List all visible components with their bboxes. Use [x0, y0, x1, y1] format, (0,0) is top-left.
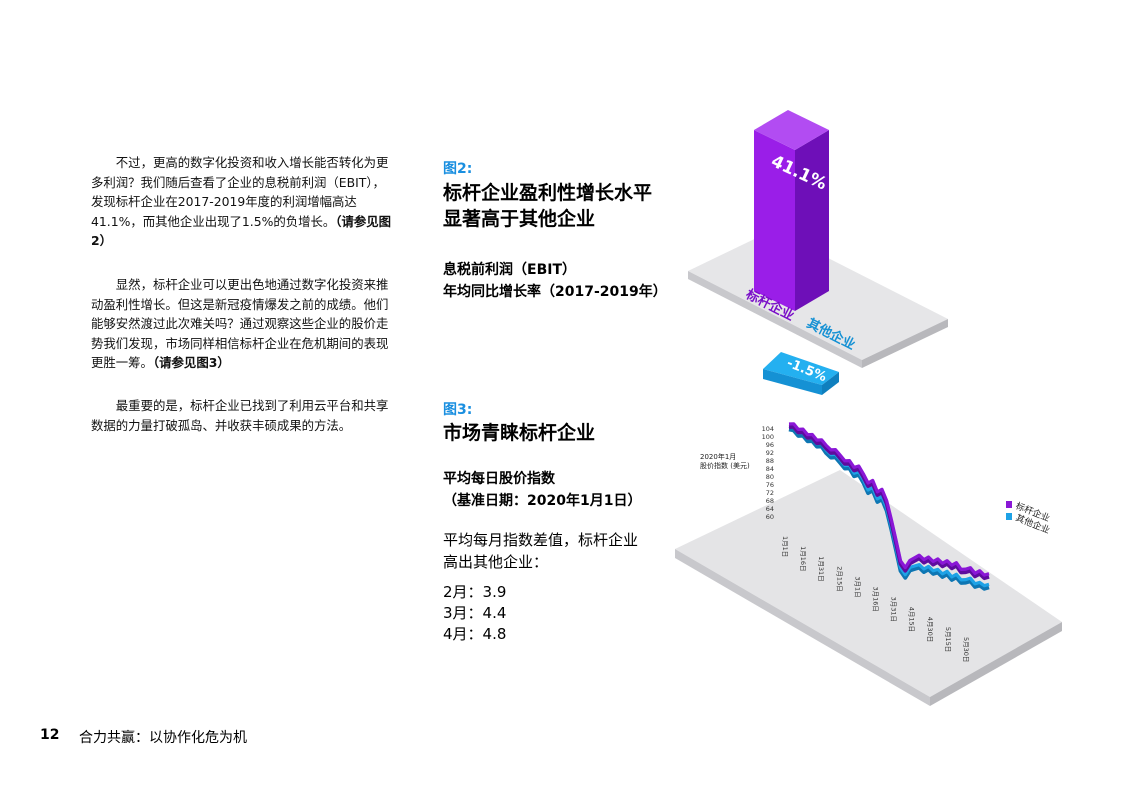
figure-3-subtitle-line-1: 平均每日股价指数: [443, 471, 555, 487]
x-tick-label: 4月15日: [908, 607, 916, 632]
figure-2-subtitle-line-2: 年均同比增长率（2017-2019年）: [443, 284, 667, 300]
series-line: [788, 422, 990, 577]
figure-3-platform: [675, 470, 1062, 706]
figure-2-reference: （请参见图2）: [91, 213, 392, 249]
figure-2-title-line-2: 显著高于其他企业: [443, 208, 596, 230]
figure-3-note: 平均每月指数差值，标杆企业 高出其他企业：: [443, 529, 638, 573]
x-tick-label: 1月31日: [817, 556, 825, 581]
figure-2-subtitle-line-1: 息税前利润（EBIT）: [443, 262, 576, 278]
line-series: [788, 422, 990, 591]
month-difference-feb: 2月：3.9: [443, 583, 507, 601]
x-tick-label: 1月16日: [799, 546, 807, 571]
y-tick-label: 92: [766, 449, 774, 457]
legend-swatch: [1006, 513, 1012, 520]
monthly-differences: 2月：3.9 3月：4.4 4月：4.8: [443, 582, 506, 645]
x-tick-label: 5月30日: [962, 637, 970, 662]
y-tick-label: 68: [766, 497, 774, 505]
figure-3-note-line-1: 平均每月指数差值，标杆企业: [443, 531, 639, 549]
x-tick-label: 3月31日: [890, 597, 898, 622]
footer-title: 合力共赢：以协作化危为机: [79, 730, 247, 746]
x-tick-label: 2月15日: [835, 566, 843, 591]
figure-2-label: 图2:: [443, 161, 473, 177]
figure-2-subtitle: 息税前利润（EBIT） 年均同比增长率（2017-2019年）: [443, 259, 667, 303]
figure-3-subtitle-line-2: （基准日期：2020年1月1日）: [443, 493, 642, 509]
figure-2-title-line-1: 标杆企业盈利性增长水平: [443, 182, 653, 204]
figure-3-label: 图3:: [443, 402, 473, 418]
x-axis-ticks: 1月1日 1月16日 1月31日 2月15日 3月1日 3月16日 3月31日 4月15日 4月…: [781, 536, 970, 662]
x-tick-label: 5月15日: [944, 627, 952, 652]
x-tick-label: 3月16日: [872, 587, 880, 612]
figure-3-title: 市场青睐标杆企业: [443, 422, 596, 444]
bar-others: [763, 352, 839, 395]
body-paragraph-2: 显然，标杆企业可以更出色地通过数字化投资来推动盈利性增长。但这是新冠疫情爆发之前…: [91, 277, 389, 371]
y-tick-label: 64: [766, 505, 774, 513]
figure-3-note-line-2: 高出其他企业：: [443, 553, 549, 571]
y-tick-label: 104: [762, 425, 774, 433]
y-tick-label: 72: [766, 489, 774, 497]
page-number: 12: [40, 727, 60, 743]
y-tick-label: 76: [766, 481, 774, 489]
legend-swatch: [1006, 501, 1012, 508]
figure-3-reference: （请参见图3）: [152, 355, 230, 371]
y-tick-label: 88: [766, 457, 774, 465]
bar-leader: [754, 110, 829, 311]
x-tick-label: 1月1日: [781, 536, 789, 557]
figure-2-title: 标杆企业盈利性增长水平 显著高于其他企业: [443, 180, 652, 232]
x-tick-label: 4月30日: [926, 617, 934, 642]
body-paragraph-1: 不过，更高的数字化投资和收入增长能否转化为更多利润？我们随后查看了企业的息税前利…: [91, 155, 392, 249]
y-axis-title-line-2: 股价指数 (美元): [700, 461, 750, 470]
figure-3-subtitle: 平均每日股价指数 （基准日期：2020年1月1日）: [443, 468, 641, 512]
y-tick-label: 80: [766, 473, 774, 481]
month-difference-mar: 3月：4.4: [443, 604, 507, 622]
y-tick-label: 60: [766, 513, 774, 521]
y-tick-label: 84: [766, 465, 774, 473]
y-tick-label: 100: [762, 433, 774, 441]
month-difference-apr: 4月：4.8: [443, 625, 507, 643]
x-tick-label: 3月1日: [853, 576, 861, 597]
body-paragraph-3: 最重要的是，标杆企业已找到了利用云平台和共享数据的力量打破孤岛、并收获丰硕成果的…: [91, 398, 389, 433]
y-axis-title: 2020年1月 股价指数 (美元): [700, 452, 750, 470]
y-axis-title-line-1: 2020年1月: [700, 452, 736, 461]
y-tick-label: 96: [766, 441, 774, 449]
